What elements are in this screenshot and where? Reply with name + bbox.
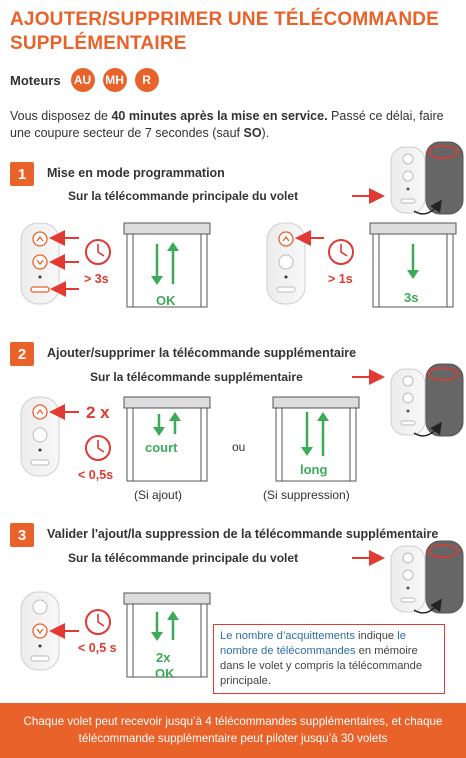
page-title: AJOUTER/SUPPRIMER UNE TÉLÉCOMMANDE SUPPL…: [10, 9, 440, 54]
result-count-label: 2x: [156, 650, 171, 665]
result-label: OK: [155, 666, 175, 681]
remote-pair-icon: [390, 141, 464, 215]
press-duration-label: < 0,5 s: [78, 641, 117, 655]
prog-button-icon: [427, 145, 459, 159]
timer-icon: [85, 609, 111, 635]
timer-icon: [85, 435, 111, 461]
step-number-2: 2: [10, 342, 34, 366]
timer-icon: [328, 239, 354, 265]
caption-add: (Si ajout): [134, 488, 183, 502]
result-short-label: court: [145, 440, 178, 455]
intro-text: Vous disposez de 40 minutes après la mis…: [10, 109, 444, 140]
step-number-3: 3: [10, 523, 34, 547]
step-number-1: 1: [10, 162, 34, 186]
intro-duration: 40 minutes après la mise en service.: [111, 109, 328, 123]
result-long-label: long: [300, 462, 328, 477]
press-duration-label: > 1s: [328, 272, 353, 286]
step-sub-2: Sur la télécommande supplémentaire: [90, 370, 303, 384]
shutter-icon: [369, 222, 457, 308]
result-label: 3s: [404, 290, 419, 305]
intro-exception: SO: [243, 126, 262, 140]
remote-pair-icon: [390, 363, 464, 437]
motor-badge-r: R: [134, 68, 159, 92]
press-count-label: 2 x: [86, 403, 110, 422]
result-label: OK: [156, 293, 176, 308]
step-title-3: Valider l'ajout/la suppression de la tél…: [47, 527, 439, 541]
remote-icon: [20, 396, 60, 477]
motor-badge-mh: MH: [102, 68, 127, 92]
caption-remove: (Si suppression): [263, 488, 350, 502]
shutter-icon: [272, 396, 360, 482]
step-sub-3: Sur la télécommande principale du volet: [68, 551, 299, 565]
shutter-icon: [123, 592, 211, 678]
motor-list: Moteurs AU MH R: [10, 68, 163, 92]
remote-icon: [20, 591, 60, 671]
step-title-2: Ajouter/supprimer la télécommande supplé…: [47, 346, 357, 360]
remote-icon: [266, 222, 306, 305]
motor-label: Moteurs: [10, 72, 61, 88]
timer-icon: [85, 239, 111, 265]
press-duration-label: > 3s: [84, 272, 109, 286]
step-sub-1: Sur la télécommande principale du volet: [68, 189, 299, 203]
press-duration-label: < 0,5s: [78, 468, 114, 482]
info-note: Le nombre d’acquittements indique le nom…: [213, 624, 445, 694]
or-label: ou: [232, 440, 246, 454]
remote-pair-icon: [390, 540, 464, 614]
shutter-icon: [123, 396, 211, 482]
footer-banner: Chaque volet peut recevoir jusqu’à 4 tél…: [0, 703, 466, 758]
motor-badge-au: AU: [70, 68, 95, 92]
step-title-1: Mise en mode programmation: [47, 166, 225, 180]
shutter-icon: [123, 222, 211, 308]
remote-icon: [20, 222, 60, 305]
